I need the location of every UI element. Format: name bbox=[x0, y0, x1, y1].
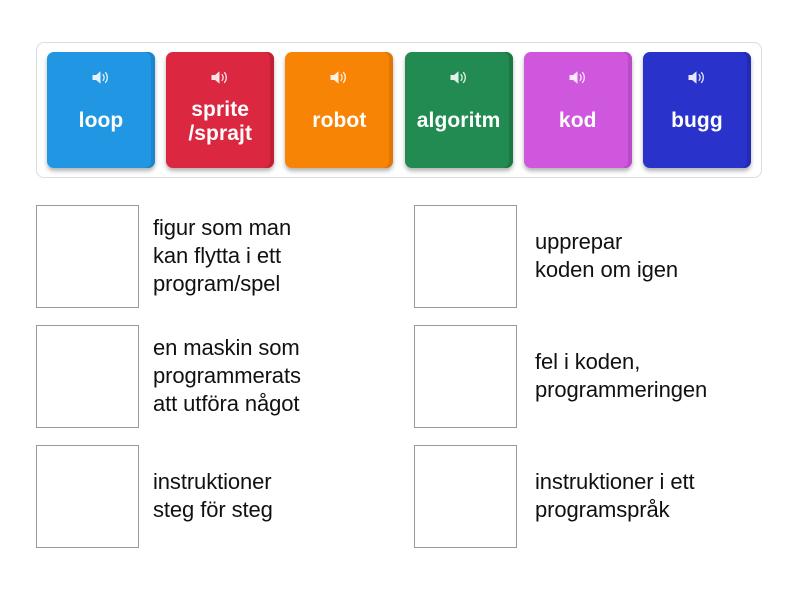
tile-label: sprite /sprajt bbox=[188, 98, 253, 145]
tile-bugg[interactable]: bugg bbox=[642, 52, 751, 168]
answer-item: upprepar koden om igen bbox=[414, 196, 776, 316]
drop-box[interactable] bbox=[414, 204, 517, 308]
answer-item: instruktioner i ett programspråk bbox=[414, 436, 776, 556]
drop-box[interactable] bbox=[414, 324, 517, 428]
speaker-icon[interactable] bbox=[687, 70, 706, 85]
tile-kod[interactable]: kod bbox=[523, 52, 632, 168]
speaker-icon[interactable] bbox=[211, 70, 230, 85]
answer-item: fel i koden, programmeringen bbox=[414, 316, 776, 436]
tile-label: loop bbox=[78, 109, 124, 133]
answer-text: instruktioner steg för steg bbox=[153, 468, 273, 522]
answer-row: en maskin som programmerats att utföra n… bbox=[36, 316, 776, 436]
tile-label: kod bbox=[558, 109, 597, 133]
answer-row: figur som man kan flytta i ett program/s… bbox=[36, 196, 776, 316]
answer-rows: figur som man kan flytta i ett program/s… bbox=[36, 196, 776, 556]
drop-box[interactable] bbox=[36, 324, 139, 428]
speaker-icon[interactable] bbox=[330, 70, 349, 85]
tile-algoritm[interactable]: algoritm bbox=[404, 52, 513, 168]
drop-box[interactable] bbox=[36, 204, 139, 308]
tile-label: bugg bbox=[671, 109, 723, 133]
drop-box[interactable] bbox=[414, 444, 517, 548]
answer-item: figur som man kan flytta i ett program/s… bbox=[36, 196, 414, 316]
answer-item: en maskin som programmerats att utföra n… bbox=[36, 316, 414, 436]
answer-item: instruktioner steg för steg bbox=[36, 436, 414, 556]
answer-text: fel i koden, programmeringen bbox=[535, 348, 708, 402]
speaker-icon[interactable] bbox=[449, 70, 468, 85]
speaker-icon[interactable] bbox=[92, 70, 111, 85]
tile-label: robot bbox=[312, 109, 367, 133]
tile-sprite-sprajt[interactable]: sprite /sprajt bbox=[166, 52, 275, 168]
tile-bank: loop sprite /sprajt robot algoritm kod b… bbox=[36, 42, 762, 178]
tile-loop[interactable]: loop bbox=[47, 52, 155, 168]
speaker-icon[interactable] bbox=[568, 70, 587, 85]
answer-text: upprepar koden om igen bbox=[535, 228, 679, 282]
answer-text: instruktioner i ett programspråk bbox=[535, 468, 695, 522]
drop-box[interactable] bbox=[36, 444, 139, 548]
tile-label: algoritm bbox=[416, 109, 501, 133]
answer-text: en maskin som programmerats att utföra n… bbox=[153, 334, 301, 417]
answer-row: instruktioner steg för steg instruktione… bbox=[36, 436, 776, 556]
answer-text: figur som man kan flytta i ett program/s… bbox=[153, 214, 292, 297]
tile-robot[interactable]: robot bbox=[285, 52, 394, 168]
